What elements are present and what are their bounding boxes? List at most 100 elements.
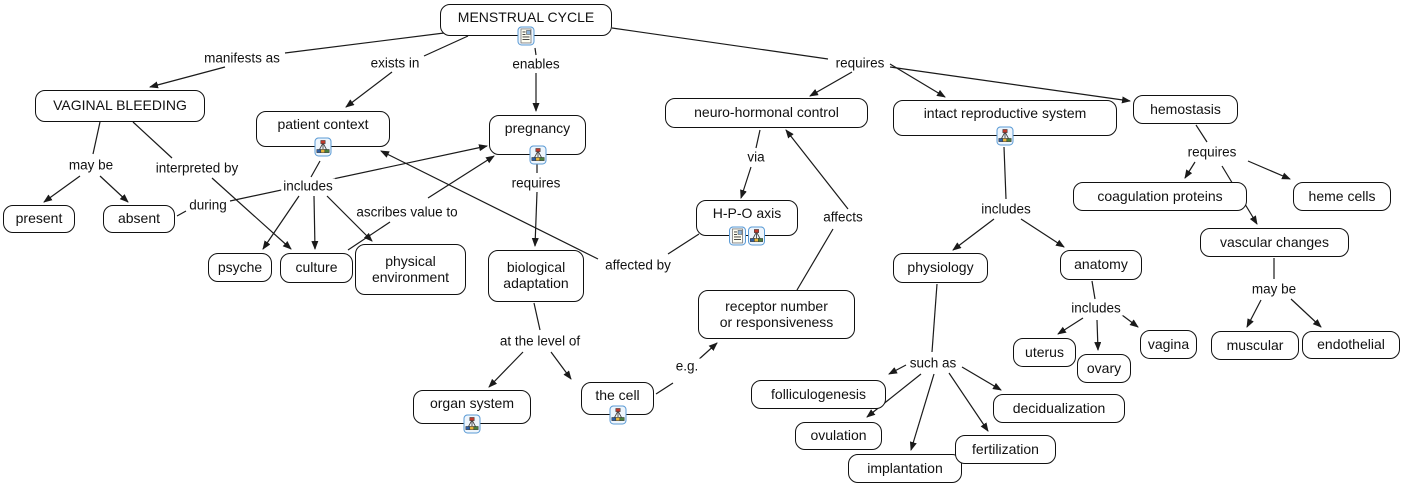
concept-node-physiology[interactable]: physiology: [893, 253, 988, 283]
link-label-includes-pc[interactable]: includes: [281, 178, 335, 194]
concept-label-physiology: physiology: [907, 259, 974, 276]
link-label-interpreted-by[interactable]: interpreted by: [153, 160, 241, 176]
edge-line: [755, 129, 761, 149]
concept-node-vascular-changes[interactable]: vascular changes: [1200, 228, 1349, 257]
concept-node-pregnancy[interactable]: pregnancy: [489, 115, 586, 165]
concept-node-neuro-hormonal-control[interactable]: neuro-hormonal control: [665, 98, 868, 128]
concept-node-present[interactable]: present: [3, 205, 75, 233]
concept-node-biological-adaptation[interactable]: biological adaptation: [488, 250, 584, 302]
edge-line: [347, 221, 391, 251]
link-label-affected-by[interactable]: affected by: [603, 257, 673, 273]
concept-map-resource-icon[interactable]: [314, 137, 332, 157]
concept-map-resource-icon[interactable]: [996, 126, 1014, 146]
document-resource-icon[interactable]: [517, 26, 535, 46]
document-resource-icon[interactable]: [729, 226, 746, 246]
link-label-may-be-vc[interactable]: may be: [1249, 281, 1299, 297]
edge-line: [1184, 161, 1196, 179]
concept-map-resource-icon[interactable]: [529, 145, 546, 165]
concept-node-receptor-number[interactable]: receptor number or responsiveness: [698, 290, 855, 339]
concept-node-intact-reproductive-system[interactable]: intact reproductive system: [893, 100, 1117, 146]
concept-node-ovulation[interactable]: ovulation: [795, 422, 882, 450]
concept-node-hpo-axis[interactable]: H-P-O axis: [696, 200, 798, 246]
edge-line: [176, 210, 187, 217]
edge-line: [149, 66, 226, 89]
link-label-manifests-as[interactable]: manifests as: [202, 50, 282, 66]
edge-line: [889, 66, 1131, 104]
concept-node-vagina[interactable]: vagina: [1140, 330, 1197, 359]
concept-label-intact-reproductive-system: intact reproductive system: [923, 105, 1087, 121]
concept-node-vaginal-bleeding[interactable]: VAGINAL BLEEDING: [35, 90, 205, 122]
concept-node-implantation[interactable]: implantation: [848, 454, 962, 483]
concept-node-hemostasis[interactable]: hemostasis: [1133, 95, 1238, 124]
concept-label-receptor-number: receptor number or responsiveness: [719, 297, 834, 330]
concept-node-endothelial[interactable]: endothelial: [1302, 331, 1400, 359]
link-label-enables[interactable]: enables: [510, 56, 562, 72]
link-label-exists-in[interactable]: exists in: [368, 55, 422, 71]
link-label-includes-anatomy[interactable]: includes: [1069, 300, 1123, 316]
concept-node-absent[interactable]: absent: [103, 205, 175, 233]
concept-node-organ-system[interactable]: organ system: [413, 390, 531, 434]
edge-line: [211, 177, 292, 250]
edge-line: [866, 373, 922, 418]
link-label-via[interactable]: via: [745, 149, 767, 165]
edge-line: [1057, 317, 1084, 335]
concept-label-pregnancy: pregnancy: [504, 120, 571, 136]
edge-line: [550, 351, 572, 380]
edge-line: [345, 71, 393, 108]
link-label-eg[interactable]: e.g.: [673, 358, 701, 374]
link-label-requires-hemo[interactable]: requires: [1185, 144, 1239, 160]
concept-label-uterus: uterus: [1025, 343, 1064, 360]
concept-map-resource-icon[interactable]: [463, 414, 481, 434]
concept-node-anatomy[interactable]: anatomy: [1060, 250, 1142, 280]
concept-label-organ-system: organ system: [429, 395, 515, 411]
edge-line: [1091, 280, 1096, 300]
concept-label-coagulation-proteins: coagulation proteins: [1097, 187, 1223, 204]
edge-line: [796, 228, 834, 291]
concept-label-vascular-changes: vascular changes: [1220, 233, 1329, 250]
link-label-during[interactable]: during: [187, 197, 229, 213]
edge-line: [1246, 299, 1262, 328]
edge-line: [284, 31, 453, 54]
concept-node-psyche[interactable]: psyche: [208, 253, 272, 282]
edge-line: [696, 342, 718, 362]
link-label-ascribes-value-to[interactable]: ascribes value to: [354, 204, 460, 220]
concept-node-culture[interactable]: culture: [280, 253, 353, 283]
concept-label-ovulation: ovulation: [810, 427, 867, 444]
concept-label-folliculogenesis: folliculogenesis: [771, 385, 866, 402]
concept-node-physical-environment[interactable]: physical environment: [355, 244, 466, 295]
concept-map-resource-icon[interactable]: [748, 226, 765, 246]
link-label-includes-irs[interactable]: includes: [979, 201, 1033, 217]
link-label-requires-mc[interactable]: requires: [833, 55, 887, 71]
concept-node-patient-context[interactable]: patient context: [256, 111, 390, 157]
link-label-may-be-vb[interactable]: may be: [66, 157, 116, 173]
edge-line: [1195, 124, 1208, 143]
concept-label-hpo-axis: H-P-O axis: [712, 205, 782, 221]
concept-map-resource-icon[interactable]: [609, 405, 626, 425]
concept-node-the-cell[interactable]: the cell: [581, 382, 654, 425]
link-label-such-as[interactable]: such as: [907, 355, 959, 371]
concept-node-heme-cells[interactable]: heme cells: [1293, 182, 1391, 211]
concept-label-patient-context: patient context: [277, 116, 369, 132]
link-label-affects[interactable]: affects: [821, 209, 865, 225]
concept-node-muscular[interactable]: muscular: [1211, 331, 1299, 360]
edge-line: [423, 35, 469, 57]
concept-node-uterus[interactable]: uterus: [1013, 338, 1076, 367]
link-label-at-the-level-of[interactable]: at the level of: [497, 333, 583, 349]
edge-line: [655, 382, 674, 395]
edge-line: [326, 195, 373, 242]
concept-label-the-cell: the cell: [595, 387, 640, 403]
concept-node-fertilization[interactable]: fertilization: [955, 435, 1056, 464]
concept-node-coagulation-proteins[interactable]: coagulation proteins: [1073, 182, 1247, 211]
concept-node-decidualization[interactable]: decidualization: [993, 394, 1125, 423]
concept-label-decidualization: decidualization: [1012, 399, 1106, 416]
concept-node-menstrual-cycle[interactable]: MENSTRUAL CYCLE: [440, 4, 612, 46]
concept-node-folliculogenesis[interactable]: folliculogenesis: [751, 380, 886, 409]
edge-line: [229, 144, 488, 202]
concept-label-hemostasis: hemostasis: [1150, 100, 1221, 117]
concept-node-ovary[interactable]: ovary: [1077, 354, 1131, 383]
concept-label-vaginal-bleeding: VAGINAL BLEEDING: [53, 97, 187, 114]
edge-line: [531, 191, 539, 247]
link-label-requires-preg[interactable]: requires: [509, 175, 563, 191]
